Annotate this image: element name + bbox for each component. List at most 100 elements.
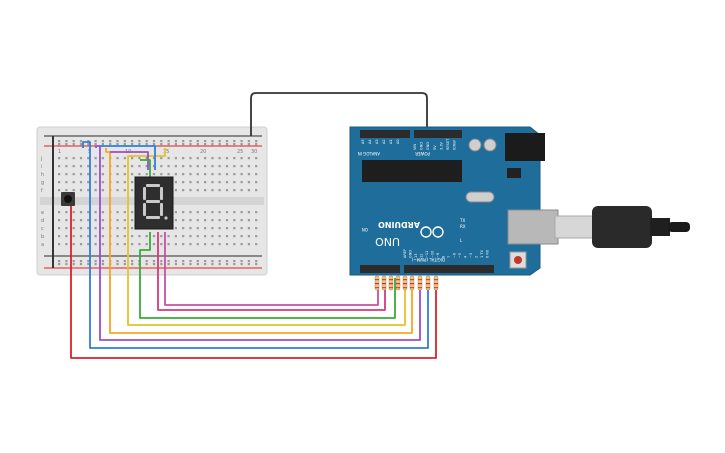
- breadboard-hole[interactable]: [189, 140, 192, 143]
- breadboard-hole[interactable]: [247, 227, 250, 230]
- breadboard-hole[interactable]: [247, 140, 250, 143]
- breadboard-hole[interactable]: [116, 189, 119, 192]
- usb-cable[interactable]: [554, 206, 690, 248]
- breadboard-hole[interactable]: [116, 173, 119, 176]
- breadboard-hole[interactable]: [131, 260, 134, 263]
- breadboard-hole[interactable]: [131, 165, 134, 168]
- breadboard-hole[interactable]: [174, 181, 177, 184]
- breadboard-hole[interactable]: [79, 140, 83, 143]
- breadboard-hole[interactable]: [211, 243, 214, 246]
- breadboard-hole[interactable]: [167, 143, 170, 146]
- breadboard-hole[interactable]: [152, 260, 156, 263]
- breadboard-hole[interactable]: [247, 211, 250, 214]
- breadboard-hole[interactable]: [255, 189, 258, 192]
- breadboard-hole[interactable]: [196, 211, 199, 214]
- breadboard-hole[interactable]: [101, 227, 104, 230]
- breadboard-hole[interactable]: [131, 157, 134, 160]
- breadboard-hole[interactable]: [116, 235, 119, 238]
- breadboard-hole[interactable]: [174, 189, 177, 192]
- breadboard-hole[interactable]: [225, 181, 229, 184]
- breadboard-hole[interactable]: [131, 243, 134, 246]
- breadboard-hole[interactable]: [145, 235, 148, 238]
- breadboard-hole[interactable]: [138, 243, 141, 246]
- breadboard-hole[interactable]: [72, 181, 75, 184]
- breadboard-hole[interactable]: [65, 143, 68, 146]
- breadboard-hole[interactable]: [87, 227, 90, 230]
- breadboard-hole[interactable]: [123, 260, 126, 263]
- breadboard-hole[interactable]: [204, 211, 207, 214]
- breadboard-hole[interactable]: [87, 235, 90, 238]
- breadboard-hole[interactable]: [160, 143, 163, 146]
- breadboard-hole[interactable]: [182, 173, 185, 176]
- breadboard-hole[interactable]: [240, 243, 243, 246]
- breadboard-hole[interactable]: [123, 157, 126, 160]
- breadboard-hole[interactable]: [109, 143, 112, 146]
- breadboard-hole[interactable]: [131, 173, 134, 176]
- breadboard-hole[interactable]: [204, 243, 207, 246]
- breadboard-hole[interactable]: [109, 140, 112, 143]
- push-button[interactable]: [61, 192, 75, 206]
- breadboard-hole[interactable]: [211, 260, 214, 263]
- breadboard-hole[interactable]: [240, 260, 243, 263]
- breadboard-hole[interactable]: [145, 140, 148, 143]
- breadboard-hole[interactable]: [87, 143, 90, 146]
- breadboard-hole[interactable]: [196, 143, 199, 146]
- breadboard-hole[interactable]: [145, 260, 148, 263]
- breadboard-hole[interactable]: [160, 140, 163, 143]
- breadboard-hole[interactable]: [65, 260, 68, 263]
- wire-bundle[interactable]: [70, 92, 437, 359]
- breadboard-hole[interactable]: [240, 143, 243, 146]
- breadboard-hole[interactable]: [233, 227, 236, 230]
- breadboard-hole[interactable]: [72, 165, 75, 168]
- breadboard-hole[interactable]: [87, 263, 90, 266]
- breadboard-hole[interactable]: [233, 235, 236, 238]
- breadboard-hole[interactable]: [58, 157, 61, 160]
- breadboard-hole[interactable]: [116, 227, 119, 230]
- breadboard-hole[interactable]: [240, 211, 243, 214]
- breadboard-hole[interactable]: [123, 140, 126, 143]
- breadboard-hole[interactable]: [211, 165, 214, 168]
- breadboard-hole[interactable]: [65, 227, 68, 230]
- breadboard-hole[interactable]: [211, 235, 214, 238]
- breadboard-hole[interactable]: [218, 219, 221, 222]
- breadboard-hole[interactable]: [174, 165, 177, 168]
- breadboard-hole[interactable]: [58, 219, 61, 222]
- breadboard-hole[interactable]: [218, 211, 221, 214]
- breadboard-hole[interactable]: [123, 189, 126, 192]
- breadboard-hole[interactable]: [116, 165, 119, 168]
- breadboard-hole[interactable]: [255, 263, 258, 266]
- breadboard-hole[interactable]: [204, 260, 207, 263]
- breadboard-hole[interactable]: [182, 263, 185, 266]
- breadboard-hole[interactable]: [58, 181, 61, 184]
- breadboard-hole[interactable]: [138, 173, 141, 176]
- breadboard-hole[interactable]: [87, 181, 90, 184]
- breadboard-hole[interactable]: [101, 143, 104, 146]
- breadboard-hole[interactable]: [94, 219, 97, 222]
- breadboard-hole[interactable]: [94, 165, 97, 168]
- arduino-uno-board[interactable]: ARDUINO UNO ANALOG IN POWER DIGITAL (PWM…: [349, 126, 559, 276]
- breadboard-hole[interactable]: [87, 243, 90, 246]
- breadboard-hole[interactable]: [218, 157, 221, 160]
- breadboard-hole[interactable]: [225, 227, 229, 230]
- breadboard-hole[interactable]: [123, 227, 126, 230]
- breadboard-hole[interactable]: [152, 243, 156, 246]
- breadboard-hole[interactable]: [94, 211, 97, 214]
- breadboard-hole[interactable]: [233, 260, 236, 263]
- breadboard-hole[interactable]: [58, 140, 61, 143]
- breadboard-hole[interactable]: [79, 173, 83, 176]
- breadboard-hole[interactable]: [65, 173, 68, 176]
- breadboard-hole[interactable]: [225, 243, 229, 246]
- breadboard-hole[interactable]: [189, 243, 192, 246]
- breadboard-hole[interactable]: [174, 263, 177, 266]
- breadboard-hole[interactable]: [211, 227, 214, 230]
- breadboard-hole[interactable]: [233, 165, 236, 168]
- breadboard-hole[interactable]: [204, 165, 207, 168]
- breadboard-hole[interactable]: [196, 165, 199, 168]
- breadboard-hole[interactable]: [174, 219, 177, 222]
- breadboard-hole[interactable]: [58, 243, 61, 246]
- breadboard-hole[interactable]: [218, 260, 221, 263]
- breadboard-hole[interactable]: [174, 157, 177, 160]
- breadboard-hole[interactable]: [101, 243, 104, 246]
- breadboard-hole[interactable]: [218, 263, 221, 266]
- breadboard-hole[interactable]: [255, 227, 258, 230]
